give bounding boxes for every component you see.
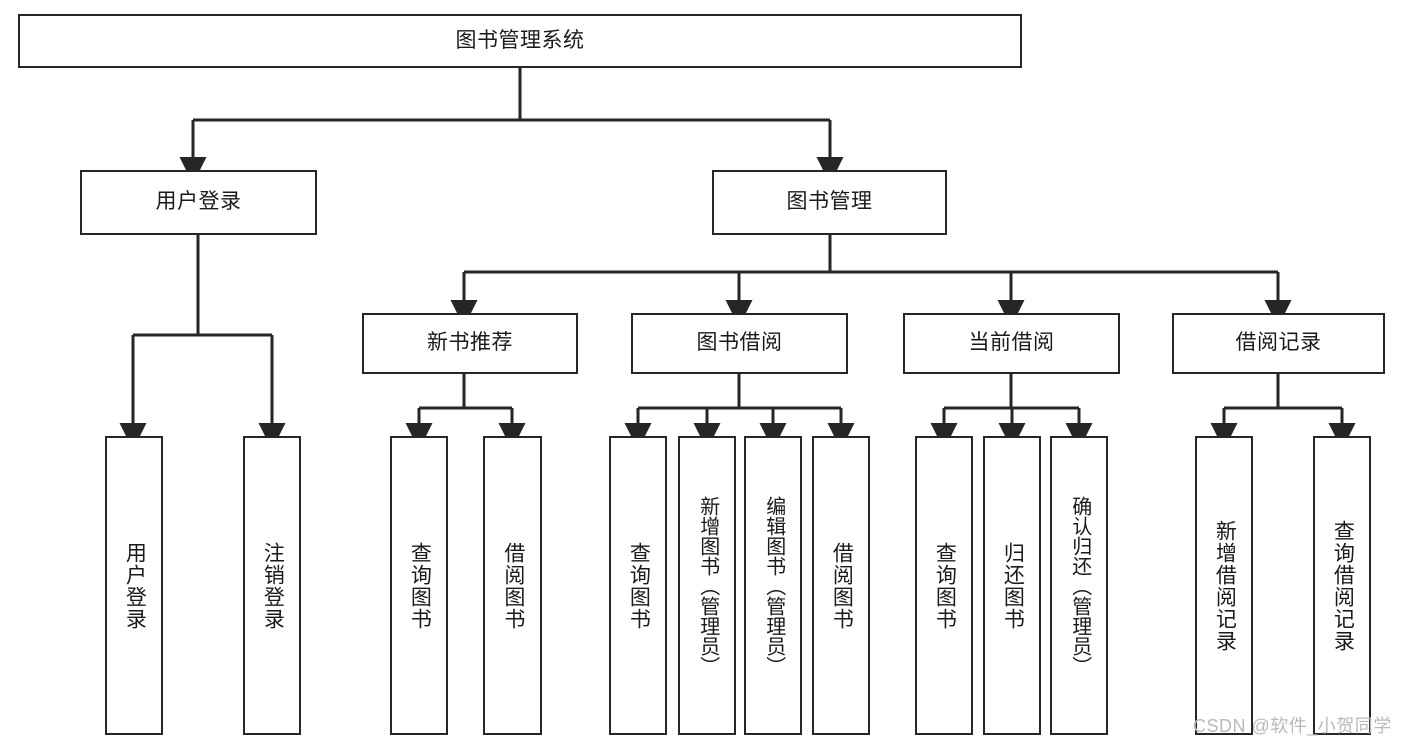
node-user-login-label: 用户登录 [155,190,242,214]
node-leaf-user-login[interactable]: 用户登录 [105,436,163,735]
node-leaf-add-borrow-record-label: 新增借阅记录 [1213,519,1237,652]
node-book-borrow[interactable]: 图书借阅 [631,313,848,374]
node-root[interactable]: 图书管理系统 [18,14,1022,68]
node-book-management-label: 图书管理 [786,190,873,214]
node-new-book-recommend[interactable]: 新书推荐 [362,313,578,374]
node-root-label: 图书管理系统 [455,28,585,52]
node-leaf-query-book-current[interactable]: 查询图书 [915,436,973,735]
node-leaf-confirm-return-admin[interactable]: 确认归还（管理员） [1050,436,1108,735]
node-leaf-add-book-admin-label: 新增图书（管理员） [696,495,719,676]
node-leaf-edit-book-admin[interactable]: 编辑图书（管理员） [744,436,802,735]
node-leaf-borrow-book-new-label: 借阅图书 [501,541,525,630]
node-leaf-query-book-new[interactable]: 查询图书 [390,436,448,735]
node-leaf-add-borrow-record[interactable]: 新增借阅记录 [1195,436,1253,735]
node-current-borrow[interactable]: 当前借阅 [903,313,1120,374]
node-leaf-query-book-new-label: 查询图书 [408,541,432,630]
node-leaf-query-book-borrow-label: 查询图书 [627,541,651,630]
node-leaf-return-book[interactable]: 归还图书 [983,436,1041,735]
node-leaf-borrow-book-label: 借阅图书 [830,541,854,630]
watermark: CSDN @软件_小贺同学 [1193,716,1392,736]
node-leaf-query-book-current-label: 查询图书 [933,541,957,630]
node-user-login[interactable]: 用户登录 [80,170,317,235]
node-leaf-confirm-return-admin-label: 确认归还（管理员） [1068,495,1091,676]
node-leaf-borrow-book-new[interactable]: 借阅图书 [483,436,542,735]
node-borrow-record[interactable]: 借阅记录 [1172,313,1385,374]
node-leaf-borrow-book[interactable]: 借阅图书 [812,436,870,735]
node-borrow-record-label: 借阅记录 [1235,331,1322,355]
node-book-management[interactable]: 图书管理 [712,170,947,235]
node-leaf-user-login-label: 用户登录 [123,541,147,630]
node-leaf-return-book-label: 归还图书 [1001,541,1025,630]
node-leaf-query-borrow-record[interactable]: 查询借阅记录 [1313,436,1371,735]
node-leaf-add-book-admin[interactable]: 新增图书（管理员） [678,436,736,735]
node-leaf-query-borrow-record-label: 查询借阅记录 [1331,519,1355,652]
node-leaf-edit-book-admin-label: 编辑图书（管理员） [762,495,785,676]
node-leaf-query-book-borrow[interactable]: 查询图书 [609,436,667,735]
node-leaf-logout[interactable]: 注销登录 [243,436,301,735]
node-new-book-recommend-label: 新书推荐 [427,331,513,355]
node-current-borrow-label: 当前借阅 [968,331,1055,355]
node-leaf-logout-label: 注销登录 [261,541,285,630]
node-book-borrow-label: 图书借阅 [696,331,783,355]
